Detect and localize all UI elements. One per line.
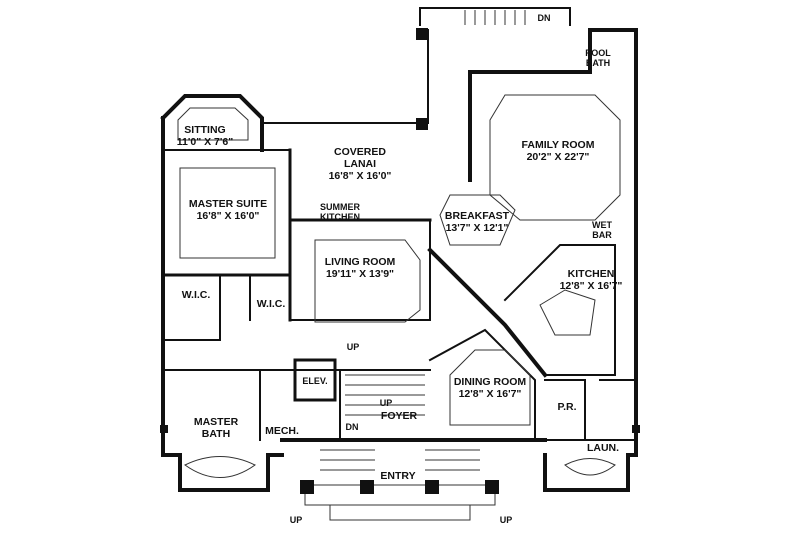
exterior-wall-north bbox=[468, 28, 638, 457]
entry-right-stair bbox=[425, 449, 480, 471]
room-name: MASTER BATH bbox=[193, 416, 239, 441]
stair-label-up-left: UP bbox=[289, 515, 303, 525]
room-name: FOYER bbox=[380, 410, 418, 422]
room-label-breakfast: BREAKFAST 13'7" X 12'1" bbox=[440, 210, 514, 234]
room-label-master-bath: MASTER BATH bbox=[186, 416, 246, 440]
room-label-pool-bath: POOL BATH bbox=[578, 48, 618, 69]
room-name: COVERED LANAI bbox=[334, 146, 386, 171]
exterior-wall-laundry bbox=[543, 453, 638, 492]
room-dims: 12'8" X 16'7" bbox=[559, 280, 623, 293]
column bbox=[416, 118, 428, 130]
exterior-wall-sitting bbox=[160, 94, 264, 152]
room-name: ELEV. bbox=[302, 376, 328, 386]
room-label-entry: ENTRY bbox=[373, 470, 423, 482]
room-name: LIVING ROOM bbox=[324, 256, 396, 268]
room-name: WET BAR bbox=[592, 220, 612, 241]
room-name: FAMILY ROOM bbox=[521, 139, 595, 151]
wall-mech bbox=[162, 369, 341, 441]
master-tub bbox=[184, 456, 256, 478]
master-suite-ceiling bbox=[179, 167, 276, 259]
deck-stair-treads bbox=[464, 10, 526, 25]
kitchen-island bbox=[539, 289, 596, 336]
column bbox=[485, 480, 499, 494]
column bbox=[416, 28, 428, 40]
room-name: SUMMER KITCHEN bbox=[320, 202, 360, 223]
room-dims: 12'8" X 16'7" bbox=[458, 388, 522, 401]
room-dims: 19'11" X 13'9" bbox=[325, 268, 395, 281]
room-label-summer-kitchen: SUMMER KITCHEN bbox=[314, 202, 366, 223]
entry-steps bbox=[304, 484, 496, 521]
plan-fixtures bbox=[177, 10, 621, 521]
room-label-dining-room: DINING ROOM 12'8" X 16'7" bbox=[450, 376, 530, 400]
breakfast-ceiling bbox=[439, 194, 516, 246]
room-label-foyer: FOYER bbox=[374, 410, 424, 422]
room-dims: 13'7" X 12'1" bbox=[445, 222, 509, 235]
wall-foyer-stair bbox=[339, 369, 431, 441]
column bbox=[160, 425, 168, 433]
room-label-pr: P.R. bbox=[552, 401, 582, 413]
room-label-living-room: LIVING ROOM 19'11" X 13'9" bbox=[318, 256, 402, 280]
room-label-family-room: FAMILY ROOM 20'2" X 22'7" bbox=[512, 139, 604, 163]
wall-hall bbox=[289, 219, 431, 321]
room-name: MASTER SUITE bbox=[188, 198, 268, 210]
room-dims: 16'8" X 16'0" bbox=[196, 210, 260, 223]
room-label-sitting: SITTING 11'0" X 7'6" bbox=[172, 124, 238, 148]
room-name: POOL BATH bbox=[585, 48, 611, 69]
room-label-wet-bar: WET BAR bbox=[588, 220, 616, 241]
room-name: KITCHEN bbox=[567, 268, 615, 280]
wall-pr bbox=[544, 379, 637, 441]
column bbox=[300, 480, 314, 494]
room-label-mech: MECH. bbox=[262, 425, 302, 437]
wall-kitchen-counter bbox=[503, 244, 616, 376]
room-name: W.I.C. bbox=[181, 289, 211, 301]
sitting-ceiling bbox=[177, 107, 249, 141]
room-label-covered-lanai: COVERED LANAI 16'8" X 16'0" bbox=[318, 146, 402, 182]
column bbox=[632, 425, 640, 433]
room-name: BREAKFAST bbox=[444, 210, 510, 222]
dining-ceiling bbox=[449, 349, 531, 426]
living-room-ceiling bbox=[314, 239, 421, 323]
wall-elev bbox=[293, 358, 337, 402]
room-name: SITTING bbox=[184, 124, 226, 136]
wall-diagonal bbox=[427, 247, 548, 378]
laundry-tub bbox=[564, 458, 616, 476]
foyer-stair-treads bbox=[345, 374, 425, 416]
plan-walls bbox=[160, 7, 638, 492]
room-label-master-suite: MASTER SUITE 16'8" X 16'0" bbox=[188, 198, 268, 222]
room-label-elev: ELEV. bbox=[299, 376, 331, 386]
family-room-ceiling bbox=[489, 94, 621, 221]
room-label-wic-right: W.I.C. bbox=[251, 298, 291, 310]
stair-label-dn-foyer: DN bbox=[345, 422, 359, 432]
stair-label-up-hall: UP bbox=[346, 342, 360, 352]
stair-label-dn-deck: DN bbox=[537, 13, 551, 23]
exterior-wall-lanai-top bbox=[261, 29, 429, 124]
room-label-laun: LAUN. bbox=[583, 442, 623, 454]
column bbox=[425, 480, 439, 494]
plan-columns bbox=[160, 28, 640, 494]
stair-label-up-right: UP bbox=[499, 515, 513, 525]
room-name: MECH. bbox=[265, 425, 299, 437]
stair-label-up-foyer: UP bbox=[379, 398, 393, 408]
exterior-wall-deck bbox=[419, 7, 571, 26]
room-dims: 20'2" X 22'7" bbox=[526, 151, 590, 164]
room-name: P.R. bbox=[557, 401, 577, 413]
room-name: LAUN. bbox=[586, 442, 620, 454]
room-dims: 16'8" X 16'0" bbox=[328, 170, 392, 183]
room-label-wic-left: W.I.C. bbox=[172, 289, 220, 301]
exterior-wall-master-bath bbox=[161, 453, 284, 492]
column bbox=[360, 480, 374, 494]
room-name: W.I.C. bbox=[256, 298, 286, 310]
room-dims: 11'0" X 7'6" bbox=[176, 136, 234, 149]
wall-wic bbox=[162, 274, 251, 341]
room-name: ENTRY bbox=[380, 470, 416, 482]
room-name: DINING ROOM bbox=[453, 376, 527, 388]
room-label-kitchen: KITCHEN 12'8" X 16'7" bbox=[553, 268, 629, 292]
entry-left-stair bbox=[320, 449, 375, 471]
